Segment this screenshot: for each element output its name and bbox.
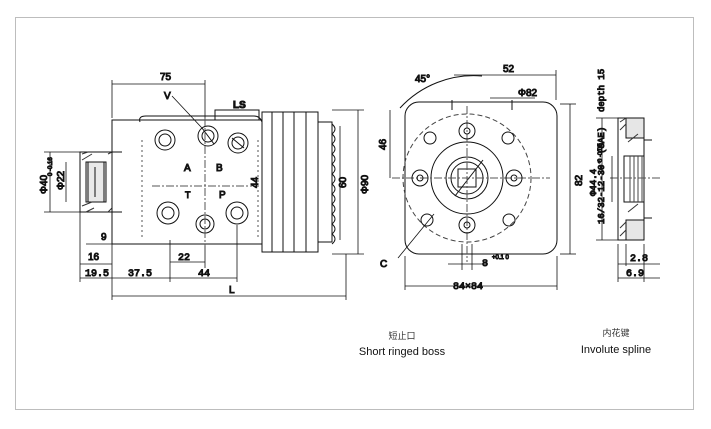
port-b bbox=[227, 132, 249, 154]
valve-body bbox=[111, 119, 263, 245]
port-v bbox=[197, 125, 219, 147]
dim-phi-44-4-tolerance: 0 -0.05 bbox=[598, 143, 604, 162]
dim-8-tolerance: +0.1 0 bbox=[492, 255, 510, 261]
gerotor-stack bbox=[261, 111, 336, 253]
port-p bbox=[225, 201, 249, 225]
dim-phi-22: Φ22 bbox=[56, 170, 67, 190]
dim-l: L bbox=[229, 285, 235, 296]
dim-22-horizontal: 22 bbox=[178, 253, 190, 264]
dim-phi-82: Φ82 bbox=[518, 88, 538, 99]
spline-caption-chinese: 内花键 bbox=[602, 329, 630, 339]
spline-section-view: depth 15 16/32-12-30° (SAE) Φ44.4 0 -0.0… bbox=[589, 68, 660, 282]
side-dimension-lines bbox=[44, 80, 364, 300]
dim-45-degree: 45° bbox=[415, 74, 430, 85]
label-t: T bbox=[185, 190, 191, 200]
dim-52: 52 bbox=[503, 64, 515, 75]
dim-6-9: 6.9 bbox=[626, 269, 644, 280]
ls-port-boss bbox=[214, 109, 260, 121]
dim-19-5: 19.5 bbox=[85, 269, 109, 280]
dim-84x84: 84×84 bbox=[453, 282, 483, 293]
spline-depth: depth 15 bbox=[597, 69, 607, 112]
dim-phi-40: Φ40 bbox=[39, 174, 50, 194]
mount-holes bbox=[411, 122, 523, 234]
port-a bbox=[154, 129, 176, 151]
front-view: 45° 52 Φ82 46 82 C 8 +0.1 0 84×84 bbox=[378, 64, 586, 294]
dim-16: 16 bbox=[88, 252, 100, 263]
dim-44-vertical: 44 bbox=[250, 176, 261, 188]
angle-arc bbox=[399, 75, 483, 109]
dim-75: 75 bbox=[160, 72, 172, 83]
spline-dimension-lines bbox=[596, 117, 660, 282]
boss-caption-english: Short ringed boss bbox=[358, 346, 446, 358]
dim-phi-40-tolerance: 0 -0.16 bbox=[48, 157, 54, 176]
label-p: P bbox=[219, 190, 226, 201]
port-t bbox=[156, 201, 180, 225]
dim-46: 46 bbox=[378, 138, 389, 150]
label-ls: LS bbox=[233, 100, 246, 111]
dim-82: 82 bbox=[574, 174, 585, 186]
boss-section bbox=[79, 151, 122, 213]
drawing-frame bbox=[15, 17, 694, 410]
front-dimension-lines bbox=[389, 70, 576, 290]
dim-phi-90: Φ90 bbox=[360, 174, 371, 194]
dim-9: 9 bbox=[101, 232, 107, 243]
dim-phi-44-4: Φ44.4 bbox=[589, 169, 599, 196]
dim-44-horizontal: 44 bbox=[198, 269, 210, 280]
label-c: C bbox=[380, 259, 387, 270]
label-v: V bbox=[164, 91, 171, 102]
label-b: B bbox=[216, 163, 223, 174]
label-a: A bbox=[184, 163, 191, 174]
spline-caption-english: Involute spline bbox=[580, 344, 652, 356]
dim-60: 60 bbox=[338, 176, 349, 188]
spline-spec: 16/32-12-30° (SAE) bbox=[597, 127, 607, 224]
boss-caption-chinese: 短止口 bbox=[388, 332, 416, 342]
dim-2-8: 2.8 bbox=[630, 254, 648, 265]
mounting-flange bbox=[404, 101, 558, 255]
side-view: 75 V LS A B T P 44 60 Φ90 Φ40 0 -0.16 Φ2… bbox=[39, 72, 372, 300]
dim-8: 8 bbox=[482, 259, 488, 270]
dim-37-5: 37.5 bbox=[128, 269, 152, 280]
